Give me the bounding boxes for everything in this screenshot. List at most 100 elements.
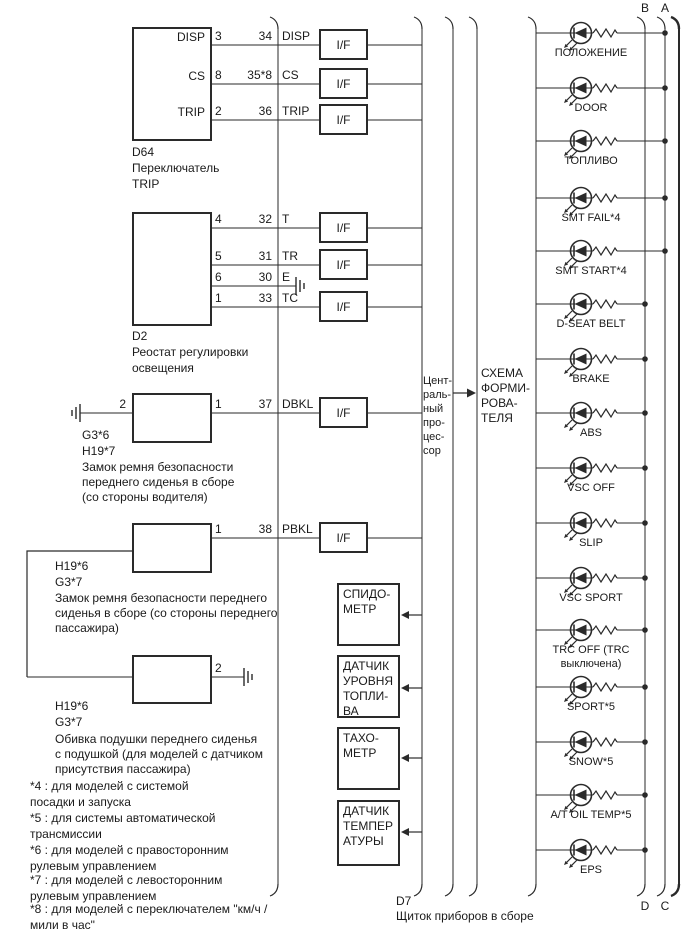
indicator-row <box>536 783 648 813</box>
footnote: *8 : для моделей с переключателем "км/ч … <box>30 902 268 932</box>
resistor-icon <box>592 298 618 310</box>
led-icon <box>564 783 593 813</box>
led-icon <box>564 239 593 269</box>
if-box: I/F <box>319 68 368 99</box>
resistor-icon <box>592 135 618 147</box>
junction-dot <box>662 30 668 36</box>
indicator-row <box>536 456 648 486</box>
cluster-boundary-line <box>269 16 279 897</box>
if-box: I/F <box>319 291 368 322</box>
trip-switch-caption: D64 Переключатель TRIP <box>132 145 220 191</box>
indicator-row <box>536 21 668 51</box>
emission-arrow <box>564 310 573 319</box>
gauge-box: СПИДО- МЕТР <box>337 583 400 646</box>
gauge-label: СПИДО- МЕТР <box>343 587 391 616</box>
cpu-left-line <box>413 16 423 897</box>
resistor-icon <box>592 27 618 39</box>
footnote: *7 : для моделей с левосторонним рулевым… <box>30 873 223 903</box>
emission-arrow <box>569 313 578 322</box>
if-box-label: I/F <box>336 257 351 272</box>
emission-arrow <box>569 368 578 377</box>
emission-arrow <box>564 584 573 593</box>
signal-name: PBKL <box>282 522 313 536</box>
junction-dot <box>642 575 648 581</box>
footnote: *6 : для моделей с правосторонним рулевы… <box>30 843 229 873</box>
emission-arrow <box>569 42 578 51</box>
junction-dot <box>642 739 648 745</box>
passenger-buckle-box <box>132 523 212 573</box>
junction-dot <box>642 301 648 307</box>
wire-row <box>211 277 305 295</box>
cluster-code: D7 <box>396 894 412 908</box>
wire-number: 35*8 <box>247 68 272 82</box>
emission-arrow <box>569 532 578 541</box>
resistor-icon <box>592 681 618 693</box>
junction-dot <box>642 627 648 633</box>
indicator-label: SMT FAIL*4 <box>561 212 621 224</box>
signal-name: TRIP <box>282 104 310 118</box>
ground-icon <box>243 668 253 686</box>
indicator-label: ABS <box>579 427 602 439</box>
indicator-row <box>536 129 668 159</box>
if-box: I/F <box>319 249 368 280</box>
signal-name: CS <box>282 68 299 82</box>
if-box-label: I/F <box>336 37 351 52</box>
passenger-buckle-codes: H19*6 G3*7 <box>55 559 89 589</box>
if-box: I/F <box>319 522 368 553</box>
indicator-row <box>536 76 668 106</box>
emission-arrow <box>564 204 573 213</box>
indicator-row <box>536 186 668 216</box>
emission-arrow <box>564 365 573 374</box>
indicator-row <box>536 347 648 377</box>
trip-switch-pin-label: TRIP <box>177 105 205 119</box>
resistor-icon <box>592 82 618 94</box>
rheostat-box <box>132 212 212 326</box>
indicator-label: A/T OIL TEMP*5 <box>550 809 632 821</box>
driver-buckle-desc: Замок ремня безопасности переднего сиден… <box>82 460 235 504</box>
led-icon <box>564 618 593 648</box>
pin-number: 8 <box>215 68 222 82</box>
gauge-label: ТАХО- МЕТР <box>343 731 379 760</box>
cluster-name: Щиток приборов в сборе <box>396 909 534 923</box>
indicator-row <box>536 675 648 705</box>
signal-name: E <box>282 270 291 284</box>
led-icon <box>564 730 593 760</box>
resistor-icon <box>592 844 618 856</box>
emission-arrow <box>569 804 578 813</box>
wire-number: 30 <box>258 270 272 284</box>
pin-number: 1 <box>215 291 222 305</box>
driver-buckle-left-pin: 2 <box>119 397 126 411</box>
resistor-icon <box>592 407 618 419</box>
resistor-icon <box>592 789 618 801</box>
emission-arrow <box>564 147 573 156</box>
bus-label-a: A <box>660 1 669 15</box>
resistor-icon <box>592 192 618 204</box>
emission-arrow <box>569 260 578 269</box>
if-box-label: I/F <box>336 112 351 127</box>
former-circuit-label: СХЕМА ФОРМИ- РОВА- ТЕЛЯ <box>481 366 530 425</box>
led-icon <box>564 347 593 377</box>
junction-dot <box>662 248 668 254</box>
indicator-label: SPORT*5 <box>566 701 616 713</box>
emission-arrow <box>569 477 578 486</box>
resistor-icon <box>592 517 618 529</box>
gauge-label: ДАТЧИК ТЕМПЕР АТУРЫ <box>343 804 393 848</box>
if-box: I/F <box>319 29 368 60</box>
emission-arrow <box>569 587 578 596</box>
wire-number: 37 <box>258 397 272 411</box>
resistor-icon <box>592 624 618 636</box>
trip-switch-pin-label: DISP <box>176 30 205 44</box>
emission-arrow <box>564 636 573 645</box>
junction-dot <box>642 356 648 362</box>
indicator-row <box>536 292 648 322</box>
indicator-row <box>536 730 648 760</box>
gauge-box: ТАХО- МЕТР <box>337 727 400 790</box>
resistor-icon <box>592 245 618 257</box>
seat-cushion-box <box>132 655 212 704</box>
driver-buckle-box <box>132 393 212 443</box>
junction-dot <box>642 847 648 853</box>
led-icon <box>564 401 593 431</box>
pin-number: 6 <box>215 270 222 284</box>
indicator-row <box>536 401 648 431</box>
